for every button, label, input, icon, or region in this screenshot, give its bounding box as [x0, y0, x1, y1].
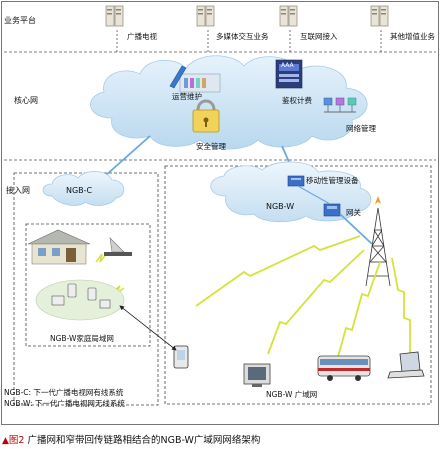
service-label-value-added: 其他增值业务 — [390, 32, 435, 41]
layer-label-core: 核心网 — [14, 96, 38, 105]
mobility-gateway-link — [297, 185, 331, 205]
wireless-links — [195, 235, 411, 365]
core-label-ops: 运营维护 — [172, 92, 202, 101]
tower-beacon — [375, 196, 381, 204]
bus-icon — [317, 355, 371, 381]
home-lan-label: NGB-W家庭局域网 — [50, 334, 114, 343]
caption-text: 广播网和窄带回传链路相结合的NGB-W广域网网络架构 — [27, 435, 261, 446]
service-label-tv: 广播电视 — [127, 32, 157, 41]
ngbw-label: NGB-W — [266, 202, 295, 211]
aaa-badge: AAA — [281, 62, 294, 69]
ngbc-label: NGB-C — [66, 186, 93, 195]
aaa-accounting-icon — [275, 59, 303, 89]
layer-label-access: 接入网 — [6, 186, 30, 195]
security-lock-icon — [192, 99, 220, 133]
service-label-multimedia: 多媒体交互业务 — [216, 32, 269, 41]
home-devices-area — [35, 279, 125, 321]
service-label-internet: 互联网接入 — [300, 32, 338, 41]
legend-ngbc: NGB-C: 下一代广播电视网有线系统 — [4, 388, 124, 397]
legend-ngbw: NGB-W: 下一代广播电视网无线系统 — [4, 399, 125, 408]
core-label-security: 安全管理 — [196, 142, 226, 151]
server-icon-internet — [279, 5, 298, 27]
mobility-device-icon — [287, 175, 305, 187]
mobile-phone-icon — [173, 345, 189, 369]
server-icon-multimedia — [196, 5, 215, 27]
core-label-accounting: 鉴权计费 — [282, 96, 312, 105]
caption-marker: ▲ — [2, 436, 9, 446]
gateway-label: 网关 — [346, 208, 361, 217]
diagram-frame — [1, 1, 439, 425]
caption-figure-number: 图2 — [8, 435, 25, 446]
satellite-dish-icon — [104, 237, 132, 256]
home-device-icons — [51, 283, 111, 309]
broadcast-tower-icon — [365, 207, 391, 287]
roaming-arrow — [119, 305, 177, 351]
laptop-icon — [387, 351, 425, 379]
ngbc-cloud — [42, 171, 125, 206]
home-lan-region — [25, 223, 151, 347]
ops-maintenance-icon — [169, 65, 221, 93]
tv-icon — [243, 363, 271, 387]
network-mgmt-icon — [323, 97, 357, 113]
layer-label-business: 业务平台 — [4, 16, 36, 25]
server-icon-value-added — [370, 5, 389, 27]
mobility-label: 移动性管理设备 — [306, 176, 359, 185]
server-icon-tv — [105, 5, 124, 27]
house-icon — [27, 229, 91, 265]
gateway-icon — [323, 203, 341, 217]
wan-label: NGB-W 广域网 — [266, 390, 318, 399]
figure-caption: ▲图2 广播网和窄带回传链路相结合的NGB-W广域网网络架构 — [2, 432, 260, 446]
gateway-tower-link — [339, 213, 373, 245]
core-label-network-mgmt: 网络管理 — [346, 124, 376, 133]
